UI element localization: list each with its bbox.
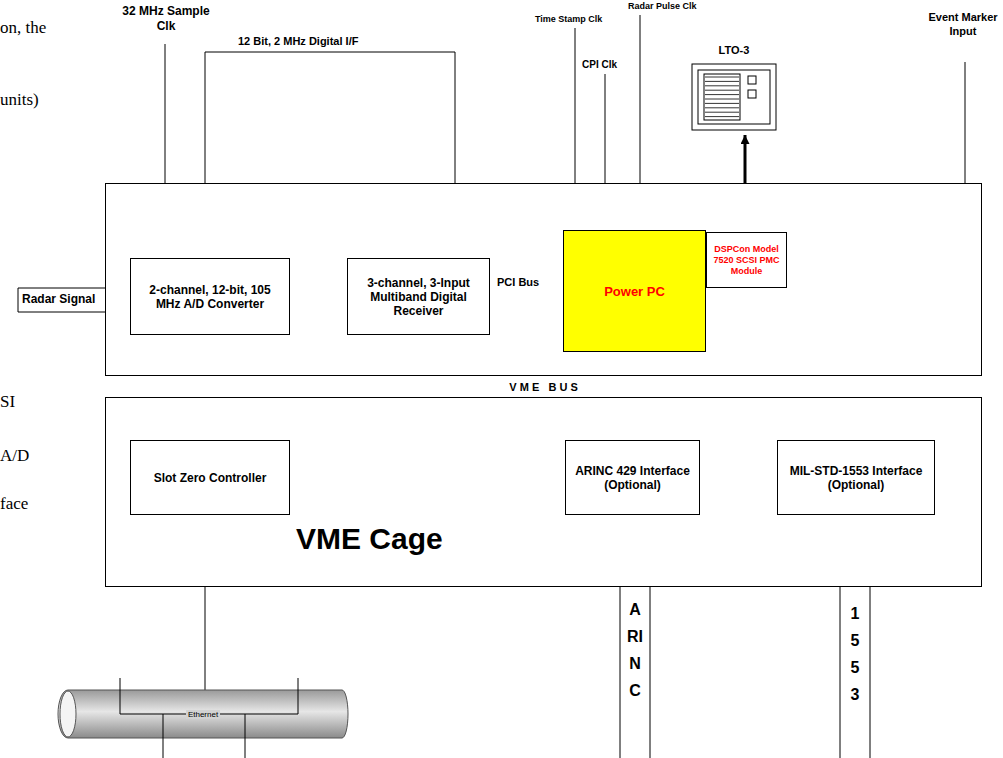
signal-label: ARINC xyxy=(627,596,643,704)
vme-cage: VME Cage 2-channel, 12-bit, 105 MHz A/D C… xyxy=(105,183,982,587)
text-fragment: units) xyxy=(0,90,39,110)
node-text: Power PC xyxy=(604,284,665,299)
node-text: DSPCon Model 7520 SCSI PMC Module xyxy=(707,244,786,277)
signal-label: CPI Clk xyxy=(582,59,617,70)
signal-label: Radar Pulse Clk xyxy=(628,1,697,11)
signal-label: Time Stamp Clk xyxy=(535,14,602,24)
node-text: MIL-STD-1553 Interface (Optional) xyxy=(778,464,934,492)
process-box: MIL-STD-1553 Interface (Optional) xyxy=(777,440,935,515)
tape-drive-icon xyxy=(690,44,778,134)
process-box: Slot Zero Controller xyxy=(130,440,290,515)
node-text: LTO-3 xyxy=(719,44,750,56)
process-box: DSPCon Model 7520 SCSI PMC Module xyxy=(706,232,787,288)
node-text: Ethernet xyxy=(186,710,220,719)
edge-label: PCI Bus xyxy=(497,276,539,288)
process-box: Power PC xyxy=(563,230,706,352)
bus-band: V M E B U S xyxy=(105,375,982,398)
ethernet-cable: Ethernet xyxy=(58,690,348,738)
node-text: 3-channel, 3-Input Multiband Digital Rec… xyxy=(348,276,489,318)
node-text: 2-channel, 12-bit, 105 MHz A/D Converter xyxy=(131,283,289,311)
text-fragment: SI xyxy=(0,392,15,412)
node-text: V M E B U S xyxy=(509,381,577,393)
signal-label: Radar Signal xyxy=(22,292,95,306)
edge-label: 12 Bit, 2 MHz Digital I/F xyxy=(238,35,358,47)
node-text: Slot Zero Controller xyxy=(148,471,273,485)
text-fragment: face xyxy=(0,494,28,514)
process-box: 2-channel, 12-bit, 105 MHz A/D Converter xyxy=(130,258,290,335)
process-box: ARINC 429 Interface (Optional) xyxy=(565,440,700,515)
node-text: VME Cage xyxy=(296,522,443,556)
text-fragment: on, the xyxy=(0,18,46,38)
process-box: 3-channel, 3-Input Multiband Digital Rec… xyxy=(347,258,490,335)
text-fragment: A/D xyxy=(0,446,29,466)
node-text: ARINC 429 Interface (Optional) xyxy=(566,464,699,492)
signal-label: 32 MHz Sample Clk xyxy=(118,4,214,34)
signal-label: 1553 xyxy=(847,600,863,708)
signal-label: Event Marker Input xyxy=(928,10,998,38)
tape-drive: LTO-3 xyxy=(690,44,778,134)
